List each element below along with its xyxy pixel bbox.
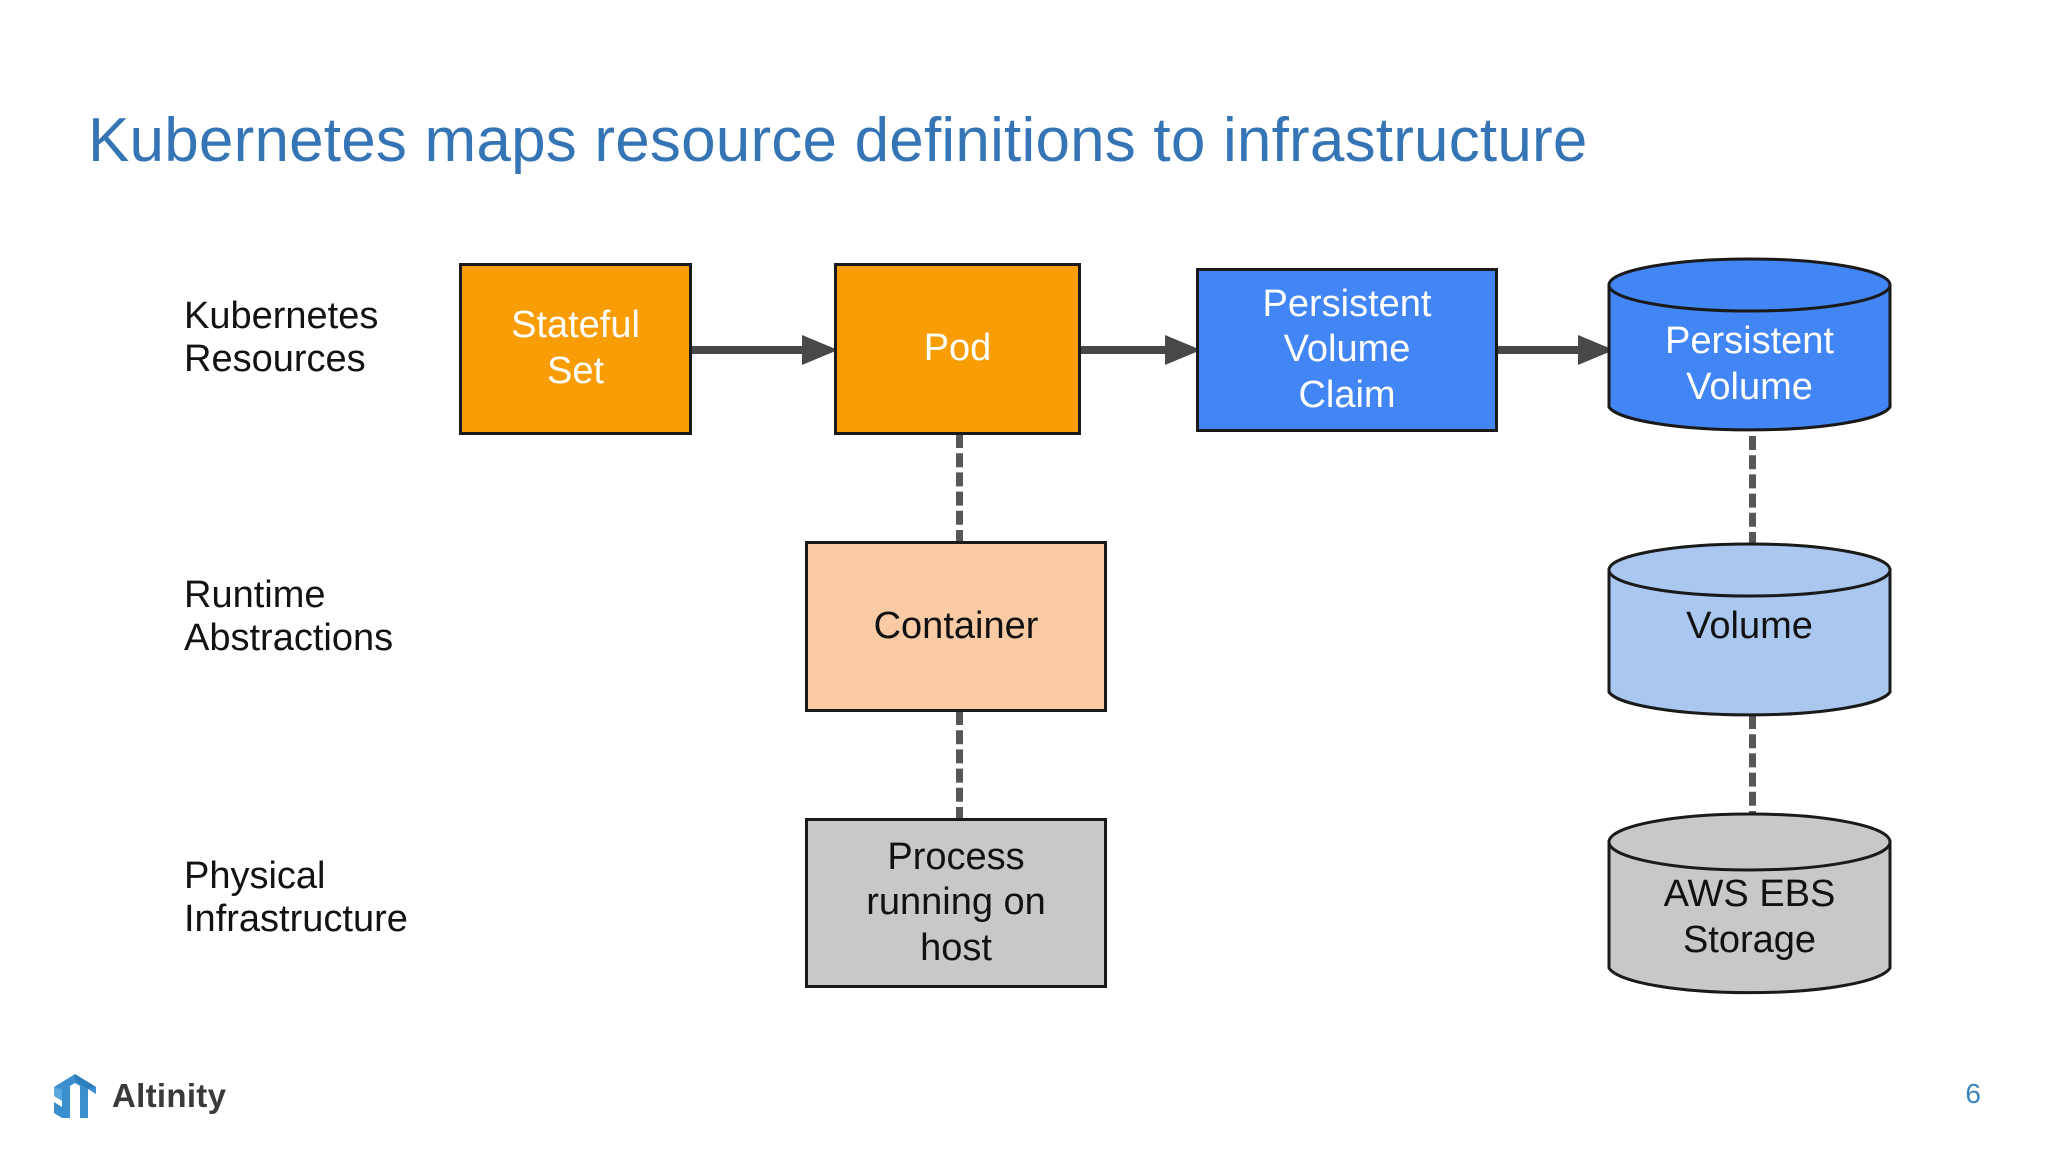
brand-logo: Altinity xyxy=(52,1072,226,1120)
connector-volume-to-aws-ebs xyxy=(1749,715,1756,825)
arrow-stateful-set-to-pod xyxy=(690,335,838,365)
row-label-runtime-abstractions: Runtime Abstractions xyxy=(184,574,394,660)
connector-pod-to-container xyxy=(956,434,963,544)
node-stateful-set[interactable]: Stateful Set xyxy=(459,263,692,435)
node-container[interactable]: Container xyxy=(805,541,1107,712)
node-pod[interactable]: Pod xyxy=(834,263,1081,435)
node-volume[interactable]: Volume xyxy=(1607,542,1892,720)
brand-name: Altinity xyxy=(112,1077,227,1114)
node-persistent-volume[interactable]: Persistent Volume xyxy=(1607,257,1892,435)
node-persistent-volume-claim[interactable]: Persistent Volume Claim xyxy=(1196,268,1498,432)
altinity-logo-icon xyxy=(52,1072,98,1120)
row-label-physical-infrastructure: Physical Infrastructure xyxy=(184,855,408,941)
page-number: 6 xyxy=(1965,1078,1981,1109)
node-process-running-on-host[interactable]: Process running on host xyxy=(805,818,1107,988)
arrow-pod-to-persistent-volume-claim xyxy=(1079,335,1201,365)
node-aws-ebs-storage[interactable]: AWS EBS Storage xyxy=(1607,812,1892,998)
page-title: Kubernetes maps resource definitions to … xyxy=(88,106,1588,175)
connector-persistent-volume-to-volume xyxy=(1749,436,1756,546)
row-label-kubernetes-resources: Kubernetes Resources xyxy=(184,295,379,381)
arrow-persistent-volume-claim-to-persistent-volume xyxy=(1496,335,1614,365)
connector-container-to-process xyxy=(956,711,963,821)
